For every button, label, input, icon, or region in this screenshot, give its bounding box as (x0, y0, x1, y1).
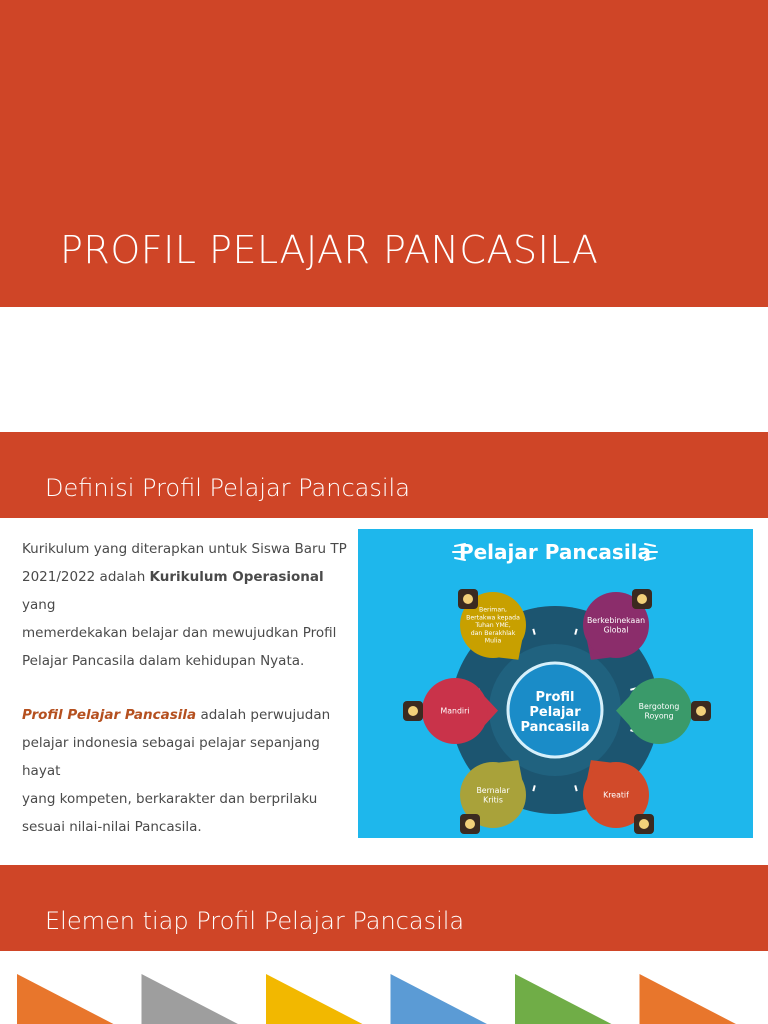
definition-heading: Definisi Profil Pelajar Pancasila (45, 474, 410, 502)
element-bubble: Mandiri (403, 678, 498, 744)
bubble-label-line: Bernalar (476, 786, 510, 795)
element-triangle (515, 974, 612, 1024)
praying-hands-icon (458, 589, 478, 609)
bubble-circle (460, 592, 526, 658)
center-circle (506, 661, 604, 759)
ring-tick (532, 628, 536, 635)
paragraph-line: sesuai nilai-nilai Pancasila. (22, 819, 202, 835)
element-triangle (266, 974, 363, 1024)
brain-gear-icon (460, 814, 480, 834)
element-triangle (17, 974, 114, 1024)
slide-title: PROFIL PELAJAR PANCASILA (60, 228, 599, 272)
bubble-label-line: Kreatif (603, 791, 629, 800)
bubble-label-line: Mulia (485, 637, 502, 644)
title-slide: PROFIL PELAJAR PANCASILA (0, 0, 768, 307)
paragraph-text: 2021/2022 adalah (22, 569, 150, 585)
center-label-line: Profil (536, 690, 575, 705)
lightbulb-head-icon (634, 814, 654, 834)
curriculum-paragraph: Kurikulum yang diterapkan untuk Siswa Ba… (22, 535, 358, 675)
paragraph-line: Pelajar Pancasila dalam kehidupan Nyata. (22, 653, 305, 669)
bubble-label-line: Mandiri (441, 707, 470, 716)
bubble-label-line: Bergotong (639, 702, 680, 711)
pelajar-pancasila-diagram: Pelajar Pancasila Profil Pelajar Pancasi… (358, 529, 753, 838)
element-triangle (639, 974, 736, 1024)
element-triangle (141, 974, 238, 1024)
elements-header-band: Elemen tiap Profil Pelajar Pancasila (0, 865, 768, 951)
bubble-label-line: Kritis (483, 795, 503, 804)
triangle-row-canvas (17, 974, 736, 1024)
paragraph-line: memerdekakan belajar dan mewujudkan Prof… (22, 625, 337, 641)
bubble-label-line: Global (604, 625, 629, 634)
definition-header-band: Definisi Profil Pelajar Pancasila (0, 432, 768, 518)
bubble-label-line: Bertakwa kepada (466, 614, 520, 621)
hands-icon (691, 701, 711, 721)
element-triangle (390, 974, 487, 1024)
bubble-label-line: Berkebinekaan (587, 616, 645, 625)
bubble-label-line: Tuhan YME, (474, 622, 510, 629)
banner-dashes-icon (452, 543, 658, 561)
paragraph-line: yang kompeten, berkarakter dan berprilak… (22, 791, 318, 807)
paragraph-line: 2021/2022 adalah Kurikulum Operasional y… (22, 563, 358, 619)
element-bubble: Kreatif (583, 760, 654, 834)
bubble-label-line: Beriman, (479, 607, 507, 614)
center-label-line: Pancasila (520, 720, 589, 735)
elements-heading: Elemen tiap Profil Pelajar Pancasila (45, 907, 465, 935)
bubble-circle (583, 592, 649, 658)
paragraph-line: Kurikulum yang diterapkan untuk Siswa Ba… (22, 541, 347, 557)
ring-tick (574, 628, 578, 635)
profile-bold-term: Profil Pelajar Pancasila (22, 707, 197, 723)
people-icon (632, 589, 652, 609)
ring-tick (532, 785, 536, 792)
element-shapes-row (0, 970, 768, 1024)
bubble-circle (460, 762, 526, 828)
ring-tick (574, 785, 578, 792)
paragraph-text: yang (22, 597, 56, 613)
center-label-line: Pelajar (529, 705, 581, 720)
paragraph-text: adalah perwujudan (196, 707, 331, 723)
profile-definition-paragraph: Profil Pelajar Pancasila adalah perwujud… (22, 701, 358, 841)
paragraph-line: pelajar indonesia sebagai pelajar sepanj… (22, 735, 320, 779)
bubble-label-line: dan Berakhlak (471, 630, 516, 637)
strong-arm-icon (403, 701, 423, 721)
diagram-canvas: Pelajar Pancasila Profil Pelajar Pancasi… (358, 529, 753, 838)
bubble-circle (626, 678, 692, 744)
bubble-pointer (616, 696, 630, 726)
bubble-label-line: Royong (644, 711, 673, 720)
paragraph-line: Profil Pelajar Pancasila adalah perwujud… (22, 701, 358, 729)
bubble-circle (422, 678, 488, 744)
bubble-circle (583, 762, 649, 828)
diagram-banner: Pelajar Pancasila (459, 540, 651, 564)
curriculum-bold-term: Kurikulum Operasional (149, 569, 324, 585)
bubble-pointer (484, 696, 498, 726)
